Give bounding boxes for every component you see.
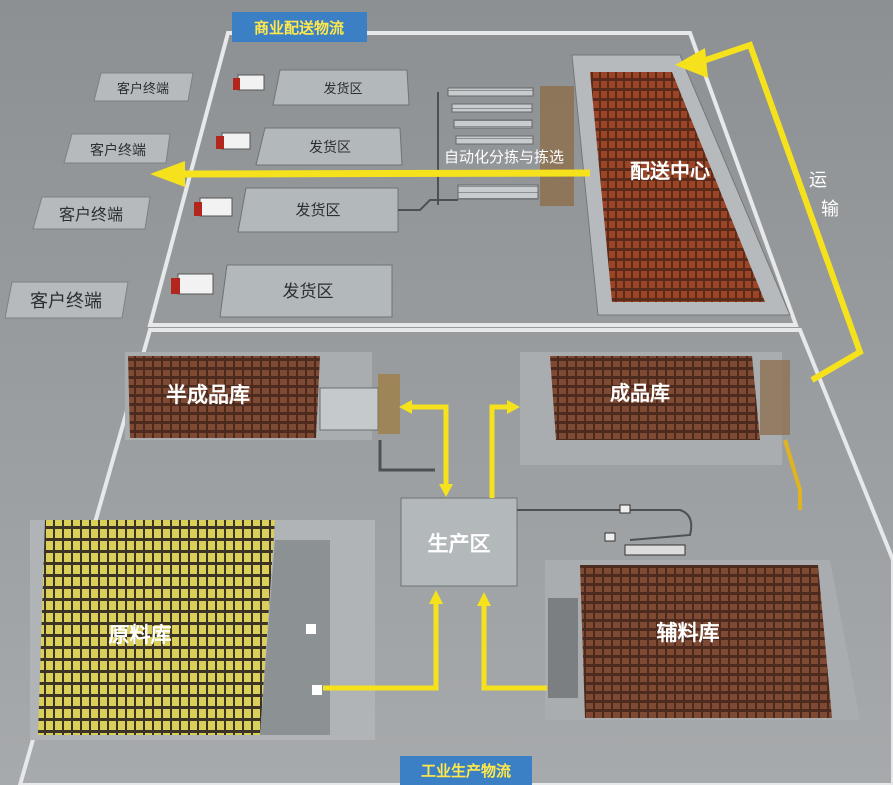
customer-terminal-4: 客户终端 <box>5 282 128 318</box>
customer-terminal-label: 客户终端 <box>90 142 146 159</box>
shipping-zone-label: 发货区 <box>295 201 340 219</box>
shipping-zone-label: 发货区 <box>283 282 334 302</box>
shipping-zone-label: 发货区 <box>323 81 362 97</box>
commercial-logistics-badge: 商业配送物流 <box>232 12 367 42</box>
auxiliary-material-warehouse-label: 辅料库 <box>657 621 720 645</box>
transport-label-char-1: 运 <box>809 170 827 191</box>
production-area-label: 生产区 <box>428 532 491 556</box>
customer-terminal-1: 客户终端 <box>94 73 193 101</box>
commercial-logistics-title: 商业配送物流 <box>254 19 344 37</box>
transport-label-char-2: 输 <box>821 199 839 220</box>
finished-goods-warehouse-label: 成品库 <box>610 381 670 405</box>
customer-terminal-3: 客户终端 <box>33 197 150 229</box>
industrial-logistics-badge: 工业生产物流 <box>400 756 532 785</box>
raw-material-warehouse-label: 原料库 <box>109 623 172 647</box>
customer-terminal-label: 客户终端 <box>30 291 102 312</box>
distribution-center-label: 配送中心 <box>630 159 710 183</box>
customer-terminal-label: 客户终端 <box>117 81 169 97</box>
sorting-label: 自动化分拣与拣选 <box>444 148 564 166</box>
shipping-zone-label: 发货区 <box>309 139 351 156</box>
truck-icon <box>194 198 232 216</box>
industrial-logistics-title: 工业生产物流 <box>421 762 511 780</box>
raw-material-warehouse <box>30 520 375 740</box>
semi-finished-warehouse-label: 半成品库 <box>166 383 250 407</box>
truck-icon <box>233 75 264 90</box>
customer-terminal-label: 客户终端 <box>59 205 123 224</box>
customer-terminal-2: 客户终端 <box>64 134 170 163</box>
